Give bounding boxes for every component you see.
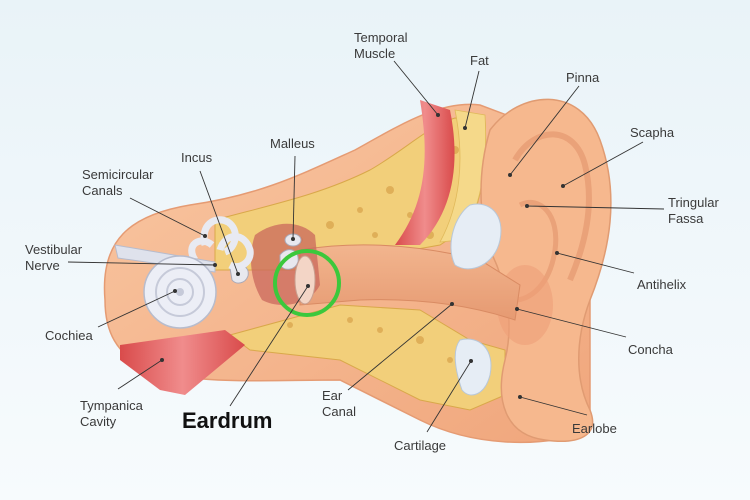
label-vestibular-nerve: Vestibular Nerve xyxy=(25,242,83,273)
eardrum-membrane xyxy=(294,255,316,305)
label-semicircular-canals: Semicircular Canals xyxy=(82,167,154,198)
label-antihelix: Antihelix xyxy=(637,277,687,292)
label-scapha: Scapha xyxy=(630,125,675,140)
label-incus: Incus xyxy=(181,150,213,165)
semicircular-canals xyxy=(188,216,254,270)
scapha-fold xyxy=(512,131,593,282)
pinna xyxy=(480,98,612,442)
label-tympanica-cavity: Tympanica Cavity xyxy=(80,398,143,429)
lower-muscle xyxy=(120,330,245,395)
label-malleus: Malleus xyxy=(270,136,315,151)
cartilage-upper xyxy=(450,203,502,270)
label-ear-canal: Ear Canal xyxy=(322,388,356,419)
label-earlobe: Earlobe xyxy=(572,421,617,436)
label-eardrum: Eardrum xyxy=(182,408,273,433)
label-pinna: Pinna xyxy=(566,70,600,85)
label-fat: Fat xyxy=(470,53,489,68)
cochlea xyxy=(143,255,217,329)
label-cochiea: Cochiea xyxy=(45,328,93,343)
label-cartilage: Cartilage xyxy=(394,438,447,453)
label-temporal-muscle: Temporal Muscle xyxy=(354,30,408,61)
leader-lines xyxy=(67,60,665,433)
eardrum-highlight-ring xyxy=(273,249,341,317)
temporal-muscle xyxy=(395,100,455,245)
label-tringular-fassa: Tringular Fassa xyxy=(668,195,719,226)
cartilage-lower xyxy=(454,338,492,396)
label-concha: Concha xyxy=(628,342,673,357)
